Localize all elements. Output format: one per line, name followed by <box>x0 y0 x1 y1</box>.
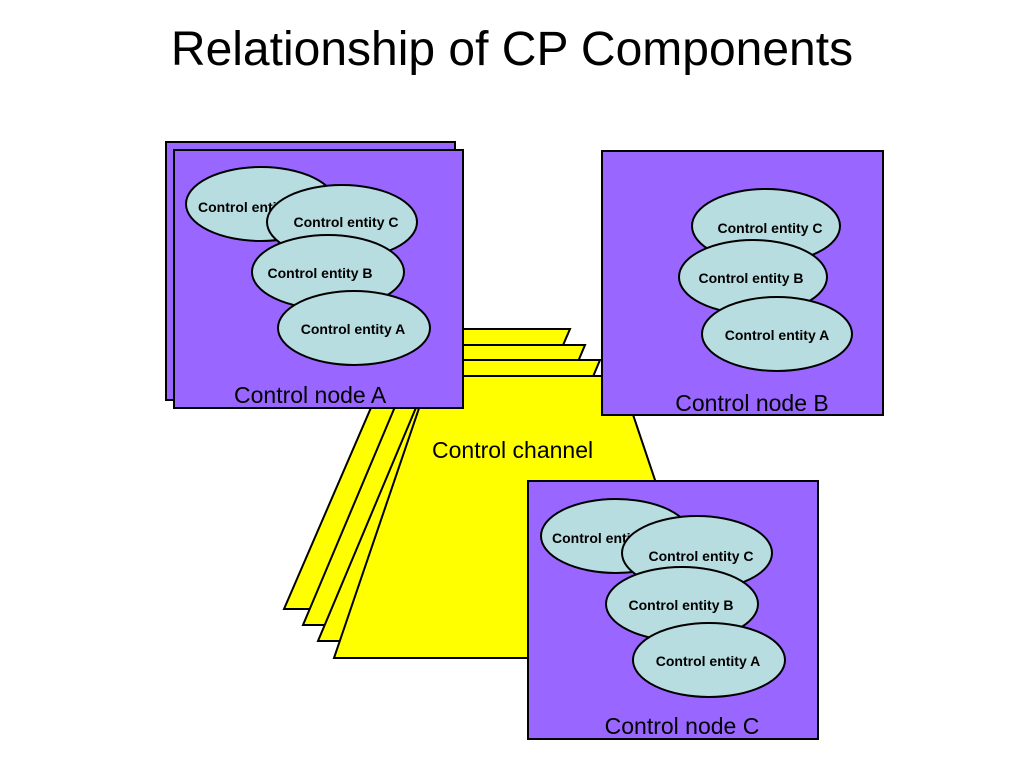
control-node-c: Control node C Control entity Control en… <box>527 480 819 740</box>
control-node-a-entity-a-oval <box>277 290 431 366</box>
control-node-b-label: Control node B <box>675 390 828 416</box>
control-node-a: Control node A Control entity Control en… <box>165 141 464 409</box>
control-channel: Control channel <box>282 328 657 659</box>
control-node-c-entity-a-oval <box>632 622 786 698</box>
control-node-a-entity-c-label: Control entity C <box>294 214 399 230</box>
control-node-a-entity-a-label: Control entity A <box>301 321 405 337</box>
control-node-a-entity-b-label: Control entity B <box>268 265 373 281</box>
control-node-c-entity-c-label: Control entity C <box>649 548 754 564</box>
control-node-c-label: Control node C <box>605 713 760 739</box>
control-node-c-entity-a-label: Control entity A <box>656 653 760 669</box>
control-channel-label: Control channel <box>432 437 593 463</box>
control-node-a-entity-back-label: Control entity <box>198 199 289 215</box>
control-node-b-entity-a-oval <box>701 296 853 372</box>
slide-title: Relationship of CP Components <box>170 23 854 76</box>
control-node-b: Control node B Control entity C Control … <box>601 150 884 416</box>
control-node-a-label: Control node A <box>234 382 387 408</box>
control-node-c-entity-b-label: Control entity B <box>629 597 734 613</box>
control-node-a-entity-a: Control entity A <box>277 290 431 366</box>
control-node-b-entity-a-label: Control entity A <box>725 327 829 343</box>
control-node-b-entity-c-label: Control entity C <box>718 220 823 236</box>
control-node-b-entity-b-label: Control entity B <box>699 270 804 286</box>
control-node-b-entity-a: Control entity A <box>701 296 853 372</box>
control-node-c-entity-back-label: Control entity <box>552 530 643 546</box>
control-node-c-entity-a: Control entity A <box>632 622 786 698</box>
